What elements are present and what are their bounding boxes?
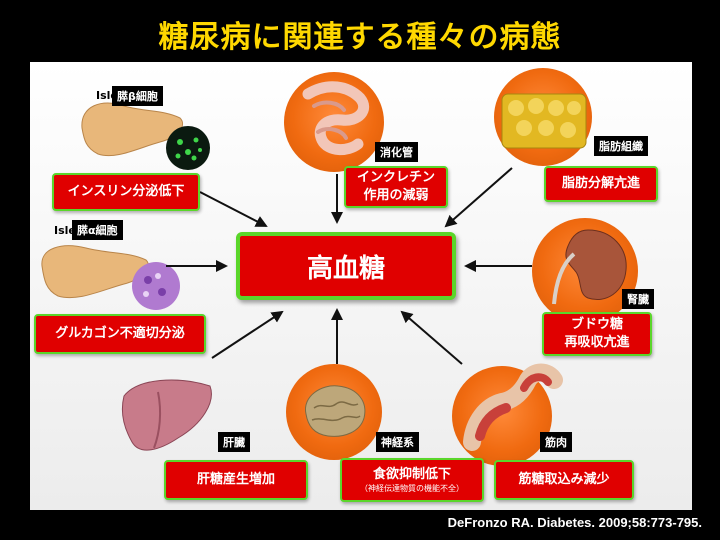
adipose-illustration — [501, 93, 587, 149]
box-adipose: 脂肪分解亢進 — [544, 166, 658, 202]
box-brain-subtext: （神経伝達物質の機能不全） — [360, 483, 464, 493]
box-muscle: 筋糖取込み減少 — [494, 460, 634, 500]
box-beta: インスリン分泌低下 — [52, 173, 200, 211]
tag-alpha: 膵α細胞 — [72, 220, 123, 240]
kidney-illustration — [552, 229, 627, 305]
box-adipose-text: 脂肪分解亢進 — [561, 176, 640, 192]
box-gut-line2: 作用の減弱 — [363, 188, 429, 203]
pancreas-beta-illustration — [81, 102, 210, 170]
pancreas-alpha-illustration — [41, 245, 180, 310]
box-liver-text: 肝糖産生増加 — [196, 472, 275, 488]
box-muscle-text: 筋糖取込み減少 — [518, 472, 610, 488]
box-alpha: グルカゴン不適切分泌 — [34, 314, 206, 354]
tag-gut: 消化管 — [375, 142, 418, 162]
tag-muscle: 筋肉 — [540, 432, 572, 452]
box-brain-text: 食欲抑制低下 — [372, 467, 451, 483]
box-kidney-line1: ブドウ糖 — [570, 317, 623, 333]
box-kidney-line2: 再吸収亢進 — [564, 335, 630, 350]
tag-beta: 膵β細胞 — [112, 86, 163, 106]
tag-kidney: 腎臓 — [622, 289, 654, 309]
box-liver: 肝糖産生増加 — [164, 460, 308, 500]
muscle-illustration — [463, 363, 563, 451]
intestine-illustration — [302, 81, 370, 155]
center-hyperglycemia: 高血糖 — [236, 232, 456, 300]
citation: DeFronzo RA. Diabetes. 2009;58:773-795. — [447, 515, 702, 530]
liver-illustration — [121, 379, 212, 451]
box-brain: 食欲抑制低下 （神経伝達物質の機能不全） — [340, 458, 484, 502]
slide-title: 糖尿病に関連する種々の病態 — [158, 20, 562, 55]
tag-adipose: 脂肪組織 — [594, 136, 648, 156]
tag-brain: 神経系 — [376, 432, 419, 452]
box-alpha-text: グルカゴン不適切分泌 — [55, 326, 185, 342]
brain-illustration — [305, 385, 366, 437]
box-beta-text: インスリン分泌低下 — [67, 184, 185, 200]
tag-liver: 肝臓 — [218, 432, 250, 452]
box-gut: インクレチン 作用の減弱 — [344, 166, 448, 208]
box-gut-line1: インクレチン — [356, 170, 435, 186]
box-kidney: ブドウ糖 再吸収亢進 — [542, 312, 652, 356]
